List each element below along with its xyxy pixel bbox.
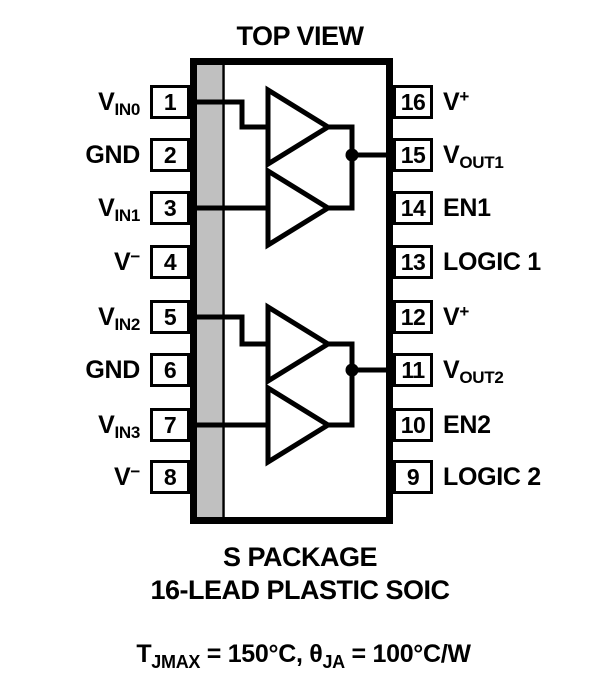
thermal-note: TJMAX = 150°C, θJA = 100°C/W xyxy=(0,640,607,672)
label-main: V xyxy=(443,303,460,331)
pin-box-14: 14 xyxy=(393,191,433,225)
pin-box-13: 13 xyxy=(393,245,433,279)
figure-title: TOP VIEW xyxy=(236,21,364,51)
pin-label-vin3: VIN3 xyxy=(10,408,140,442)
pin-box-8: 8 xyxy=(150,460,190,494)
label-sup: + xyxy=(459,302,470,321)
pin-box-4: 4 xyxy=(150,245,190,279)
label-main: EN1 xyxy=(443,194,491,222)
label-sub: OUT1 xyxy=(459,153,504,172)
pin-box-12: 12 xyxy=(393,300,433,334)
label-sub: IN2 xyxy=(114,315,140,334)
label-main: GND xyxy=(85,356,140,384)
pin-label-vout2: VOUT2 xyxy=(443,353,603,387)
thermal-theta-ja-sub: JA xyxy=(322,652,345,672)
label-main: V xyxy=(98,194,115,222)
label-main: LOGIC 1 xyxy=(443,248,541,276)
label-sup: + xyxy=(459,87,470,106)
pin-label-vin2: VIN2 xyxy=(10,300,140,334)
pin-label-logic1: LOGIC 1 xyxy=(443,245,603,279)
thermal-end: = 100°C/W xyxy=(344,640,471,668)
label-main: V xyxy=(443,356,460,384)
thermal-mid: = 150°C, θ xyxy=(200,640,323,668)
thermal-t: T xyxy=(136,640,152,668)
label-sub: IN3 xyxy=(114,423,140,442)
pin-box-16: 16 xyxy=(393,85,433,119)
pin-label-vminus-1: V− xyxy=(10,245,140,279)
package-outline xyxy=(190,58,393,524)
pin-label-gnd-1: GND xyxy=(10,138,140,172)
buffer-triangle-2b xyxy=(265,383,333,467)
package-caption-line1: S PACKAGE xyxy=(222,542,378,572)
thermal-tjmax-sub: JMAX xyxy=(151,652,201,672)
junction-dot-1 xyxy=(345,148,359,162)
package-caption: S PACKAGE 16-LEAD PLASTIC SOIC xyxy=(0,541,600,607)
pin-label-en2: EN2 xyxy=(443,408,603,442)
buffer-triangle-2a xyxy=(265,302,333,386)
pin-label-logic2: LOGIC 2 xyxy=(443,460,603,494)
package-shaded-strip xyxy=(197,62,222,518)
pin-box-6: 6 xyxy=(150,353,190,387)
pin-box-1: 1 xyxy=(150,85,190,119)
label-main: V xyxy=(98,303,115,331)
label-main: V xyxy=(113,248,131,276)
label-main: EN2 xyxy=(443,411,491,439)
junction-dot-2 xyxy=(345,363,359,377)
pin-box-5: 5 xyxy=(150,300,190,334)
label-sub: OUT2 xyxy=(459,368,504,387)
label-main: LOGIC 2 xyxy=(443,463,541,491)
pin-box-7: 7 xyxy=(150,408,190,442)
wire-buffer-outputs-1 xyxy=(328,124,355,211)
label-main: GND xyxy=(85,141,140,169)
pin-label-vminus-2: V− xyxy=(10,460,140,494)
label-sub: IN0 xyxy=(114,100,140,119)
label-main: V xyxy=(98,88,115,116)
pin-label-vin1: VIN1 xyxy=(10,191,140,225)
label-main: V xyxy=(113,463,131,491)
pin-box-10: 10 xyxy=(393,408,433,442)
buffer-triangle-1a xyxy=(265,85,333,169)
pin-label-vout1: VOUT1 xyxy=(443,138,603,172)
wire-pin5-to-buffer xyxy=(190,314,267,347)
wire-buffer-outputs-2 xyxy=(328,341,355,428)
label-sup: − xyxy=(130,462,140,481)
pin-label-gnd-2: GND xyxy=(10,353,140,387)
label-main: V xyxy=(443,88,460,116)
buffer-triangle-1b xyxy=(265,166,333,250)
pin-box-3: 3 xyxy=(150,191,190,225)
package-caption-line2: 16-LEAD PLASTIC SOIC xyxy=(150,575,450,605)
label-main: V xyxy=(443,141,460,169)
label-sub: IN1 xyxy=(114,206,140,225)
label-sup: − xyxy=(130,247,140,266)
label-main: V xyxy=(98,411,115,439)
pin-label-vplus-1: V+ xyxy=(443,85,603,119)
pin-box-2: 2 xyxy=(150,138,190,172)
pin-box-9: 9 xyxy=(393,460,433,494)
wire-pin1-to-buffer xyxy=(190,99,267,130)
pin-label-vplus-2: V+ xyxy=(443,300,603,334)
pin-box-15: 15 xyxy=(393,138,433,172)
pin-label-vin0: VIN0 xyxy=(10,85,140,119)
pin-box-11: 11 xyxy=(393,353,433,387)
pin-label-en1: EN1 xyxy=(443,191,603,225)
